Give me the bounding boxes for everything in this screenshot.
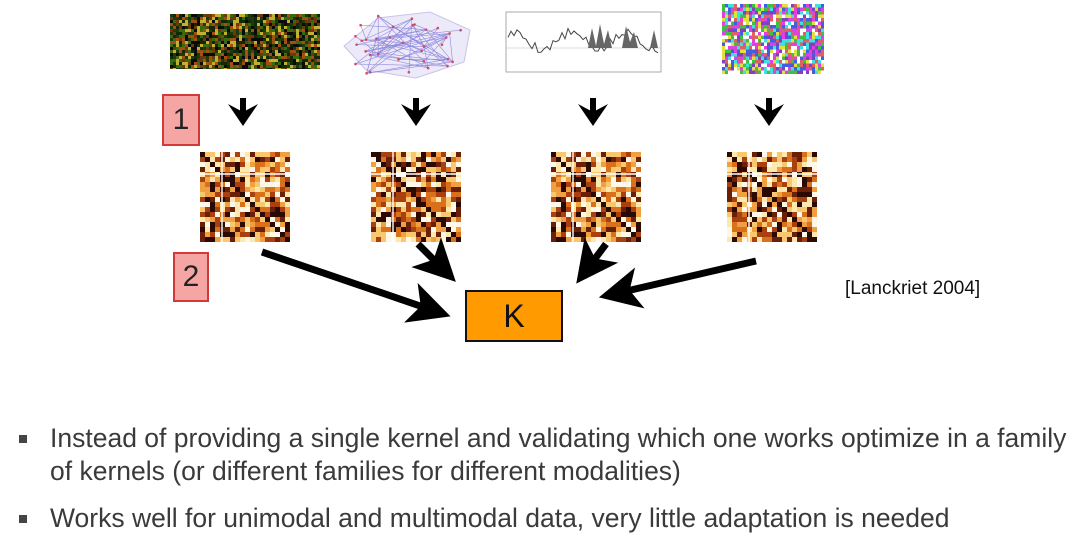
kernel-matrix-1 [200, 152, 290, 242]
arrow-icon [411, 237, 456, 282]
down-arrow-icon [228, 98, 258, 126]
bullet-text: Instead of providing a single kernel and… [50, 423, 1067, 486]
sequence-alignment-image [722, 4, 824, 74]
down-arrow-icon [754, 98, 784, 126]
arrow-icon [576, 237, 619, 284]
bullet-list: Instead of providing a single kernel and… [14, 422, 1084, 535]
arrow-icon [598, 257, 757, 309]
bullet-square-icon [19, 515, 27, 523]
bullet-text: Works well for unimodal and multimodal d… [50, 503, 950, 533]
citation: [Lanckriet 2004] [845, 278, 981, 299]
step-2-marker: 2 [173, 252, 209, 302]
hydrophobicity-plot-image [500, 8, 665, 76]
bullet-item: Works well for unimodal and multimodal d… [14, 502, 1084, 535]
kernel-matrix-4 [727, 152, 817, 242]
combined-kernel-box: K [465, 290, 563, 342]
step-1-marker: 1 [162, 94, 200, 146]
bullet-square-icon [19, 435, 27, 443]
down-arrow-icon [401, 98, 431, 126]
protein-network-image [338, 6, 478, 81]
kernel-matrix-3 [551, 152, 641, 242]
bullet-item: Instead of providing a single kernel and… [14, 422, 1084, 488]
down-arrow-icon [578, 98, 608, 126]
arrow-icon [260, 248, 451, 323]
microarray-image [170, 14, 320, 69]
